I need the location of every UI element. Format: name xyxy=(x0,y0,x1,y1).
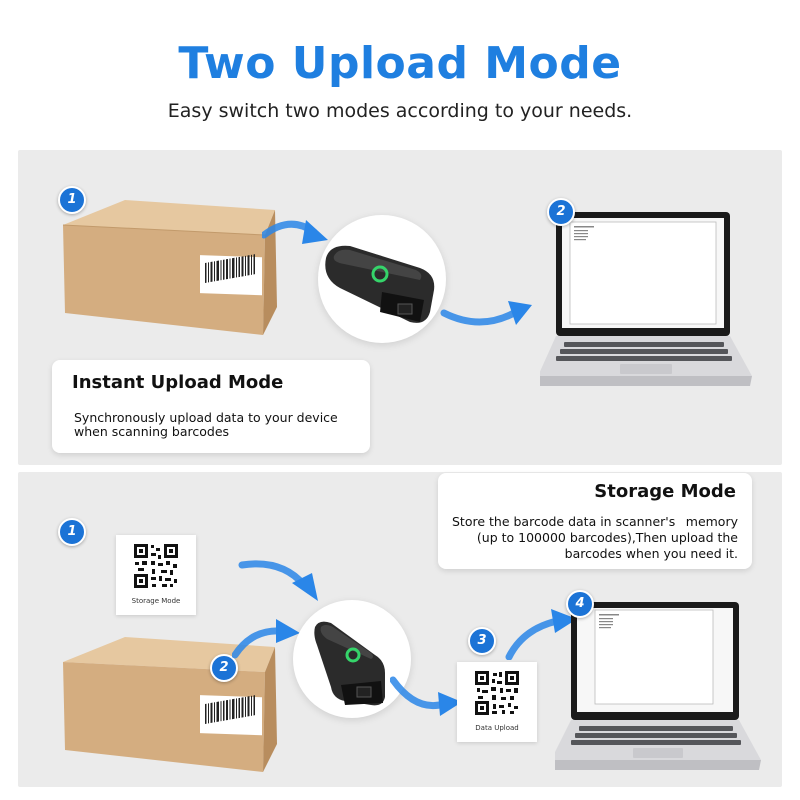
data-upload-qr-card: Data Upload xyxy=(457,662,537,742)
step-badge-1: 1 xyxy=(58,186,86,214)
curved-arrow-icon xyxy=(390,676,462,716)
page-subtitle: Easy switch two modes according to your … xyxy=(167,100,633,122)
curved-arrow-icon xyxy=(238,560,318,601)
storage-mode-title: Storage Mode xyxy=(594,481,736,502)
qr-code-icon xyxy=(134,544,178,588)
instant-mode-card: Instant Upload Mode Synchronously upload… xyxy=(52,360,370,453)
storage-mode-desc-3: barcodes when you need it. xyxy=(564,546,738,561)
instant-mode-title: Instant Upload Mode xyxy=(72,372,284,393)
storage-mode-desc-1: Store the barcode data in scanner's xyxy=(452,514,676,529)
qr-code-icon xyxy=(475,671,519,715)
step-badge-3: 3 xyxy=(468,627,496,655)
storage-mode-qr-caption: Storage Mode xyxy=(131,597,181,605)
storage-mode-desc-1b: memory xyxy=(685,514,738,529)
page-title: Two Upload Mode xyxy=(178,38,622,89)
cardboard-box-icon xyxy=(63,637,277,772)
laptop-icon xyxy=(540,212,752,386)
data-upload-qr-caption: Data Upload xyxy=(475,724,519,732)
step-badge-2: 2 xyxy=(547,198,575,226)
instant-mode-desc-2: when scanning barcodes xyxy=(74,424,230,439)
curved-arrow-icon xyxy=(440,301,532,326)
curved-arrow-icon xyxy=(232,619,300,659)
curved-arrow-icon xyxy=(505,609,577,660)
storage-mode-desc-2: (up to 100000 barcodes),Then upload the xyxy=(476,530,738,545)
barcode-scanner-icon xyxy=(314,621,385,706)
storage-mode-card: Storage Mode Store the barcode data in s… xyxy=(438,473,752,569)
cardboard-box-icon xyxy=(62,200,277,335)
step-badge-1: 1 xyxy=(58,518,86,546)
step-badge-4: 4 xyxy=(566,590,594,618)
storage-mode-qr-card: Storage Mode xyxy=(116,535,196,615)
curved-arrow-icon xyxy=(262,220,328,244)
laptop-icon xyxy=(555,602,761,770)
barcode-scanner-icon xyxy=(325,245,435,323)
instant-mode-desc-1: Synchronously upload data to your device xyxy=(74,410,338,425)
step-badge-2: 2 xyxy=(210,654,238,682)
